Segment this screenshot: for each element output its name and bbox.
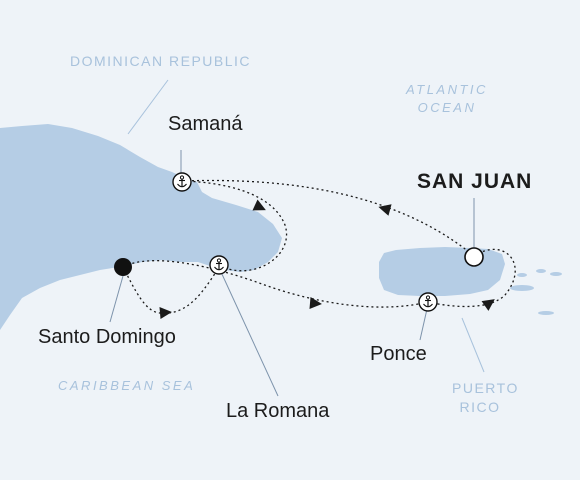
port-label-la-romana: La Romana: [226, 400, 330, 422]
arrowhead-icon: [481, 299, 495, 311]
anchor-icon: [418, 292, 438, 312]
arrowhead-icon: [159, 307, 172, 319]
leader-puerto-rico: [461, 317, 485, 373]
anchor-icon: [172, 172, 192, 192]
arrowhead-icon: [378, 204, 392, 216]
open-circle-icon: [464, 247, 484, 267]
arrowhead-icon: [252, 199, 266, 211]
puerto-rico-landmass: [379, 247, 505, 296]
virgin-island-3: [538, 311, 554, 315]
route-san-juan-to-ponce: [427, 248, 516, 308]
hispaniola-landmass: [0, 124, 282, 330]
route-santo-domingo-to-la-romana: [122, 265, 221, 314]
sea-label-atlantic-line1: ATLANTIC: [406, 82, 488, 97]
leader-la-romana: [220, 271, 279, 397]
sea-label-atlantic-line2: OCEAN: [417, 100, 477, 115]
region-label-puerto-rico-line2: RICO: [459, 399, 501, 415]
virgin-island-2: [550, 272, 562, 276]
culebra-island: [517, 273, 527, 277]
region-label-puerto-rico-line1: PUERTO: [452, 380, 519, 396]
port-label-ponce: Ponce: [370, 343, 427, 365]
sea-label-atlantic-ocean: ATLANTIC OCEAN: [402, 81, 492, 117]
anchor-icon: [209, 255, 229, 275]
region-label-puerto-rico: PUERTO RICO: [452, 379, 519, 417]
route-samana-to-san-juan: [181, 179, 475, 257]
region-label-dominican-republic: DOMINICAN REPUBLIC: [70, 53, 252, 69]
leader-santo-domingo: [109, 275, 124, 323]
route-direction-arrows: [159, 199, 495, 319]
port-label-san-juan: SAN JUAN: [417, 170, 533, 193]
port-label-samana: Samaná: [168, 113, 243, 135]
filled-circle-icon: [114, 258, 132, 276]
vieques-island: [510, 285, 534, 291]
arrowhead-icon: [309, 297, 322, 309]
virgin-island-1: [536, 269, 546, 273]
leader-ponce: [419, 308, 428, 341]
sea-label-caribbean-sea: CARIBBEAN SEA: [58, 378, 196, 393]
leader-dominican-republic: [127, 79, 169, 135]
port-label-santo-domingo: Santo Domingo: [38, 326, 176, 348]
route-la-romana-to-samana: [181, 180, 288, 272]
